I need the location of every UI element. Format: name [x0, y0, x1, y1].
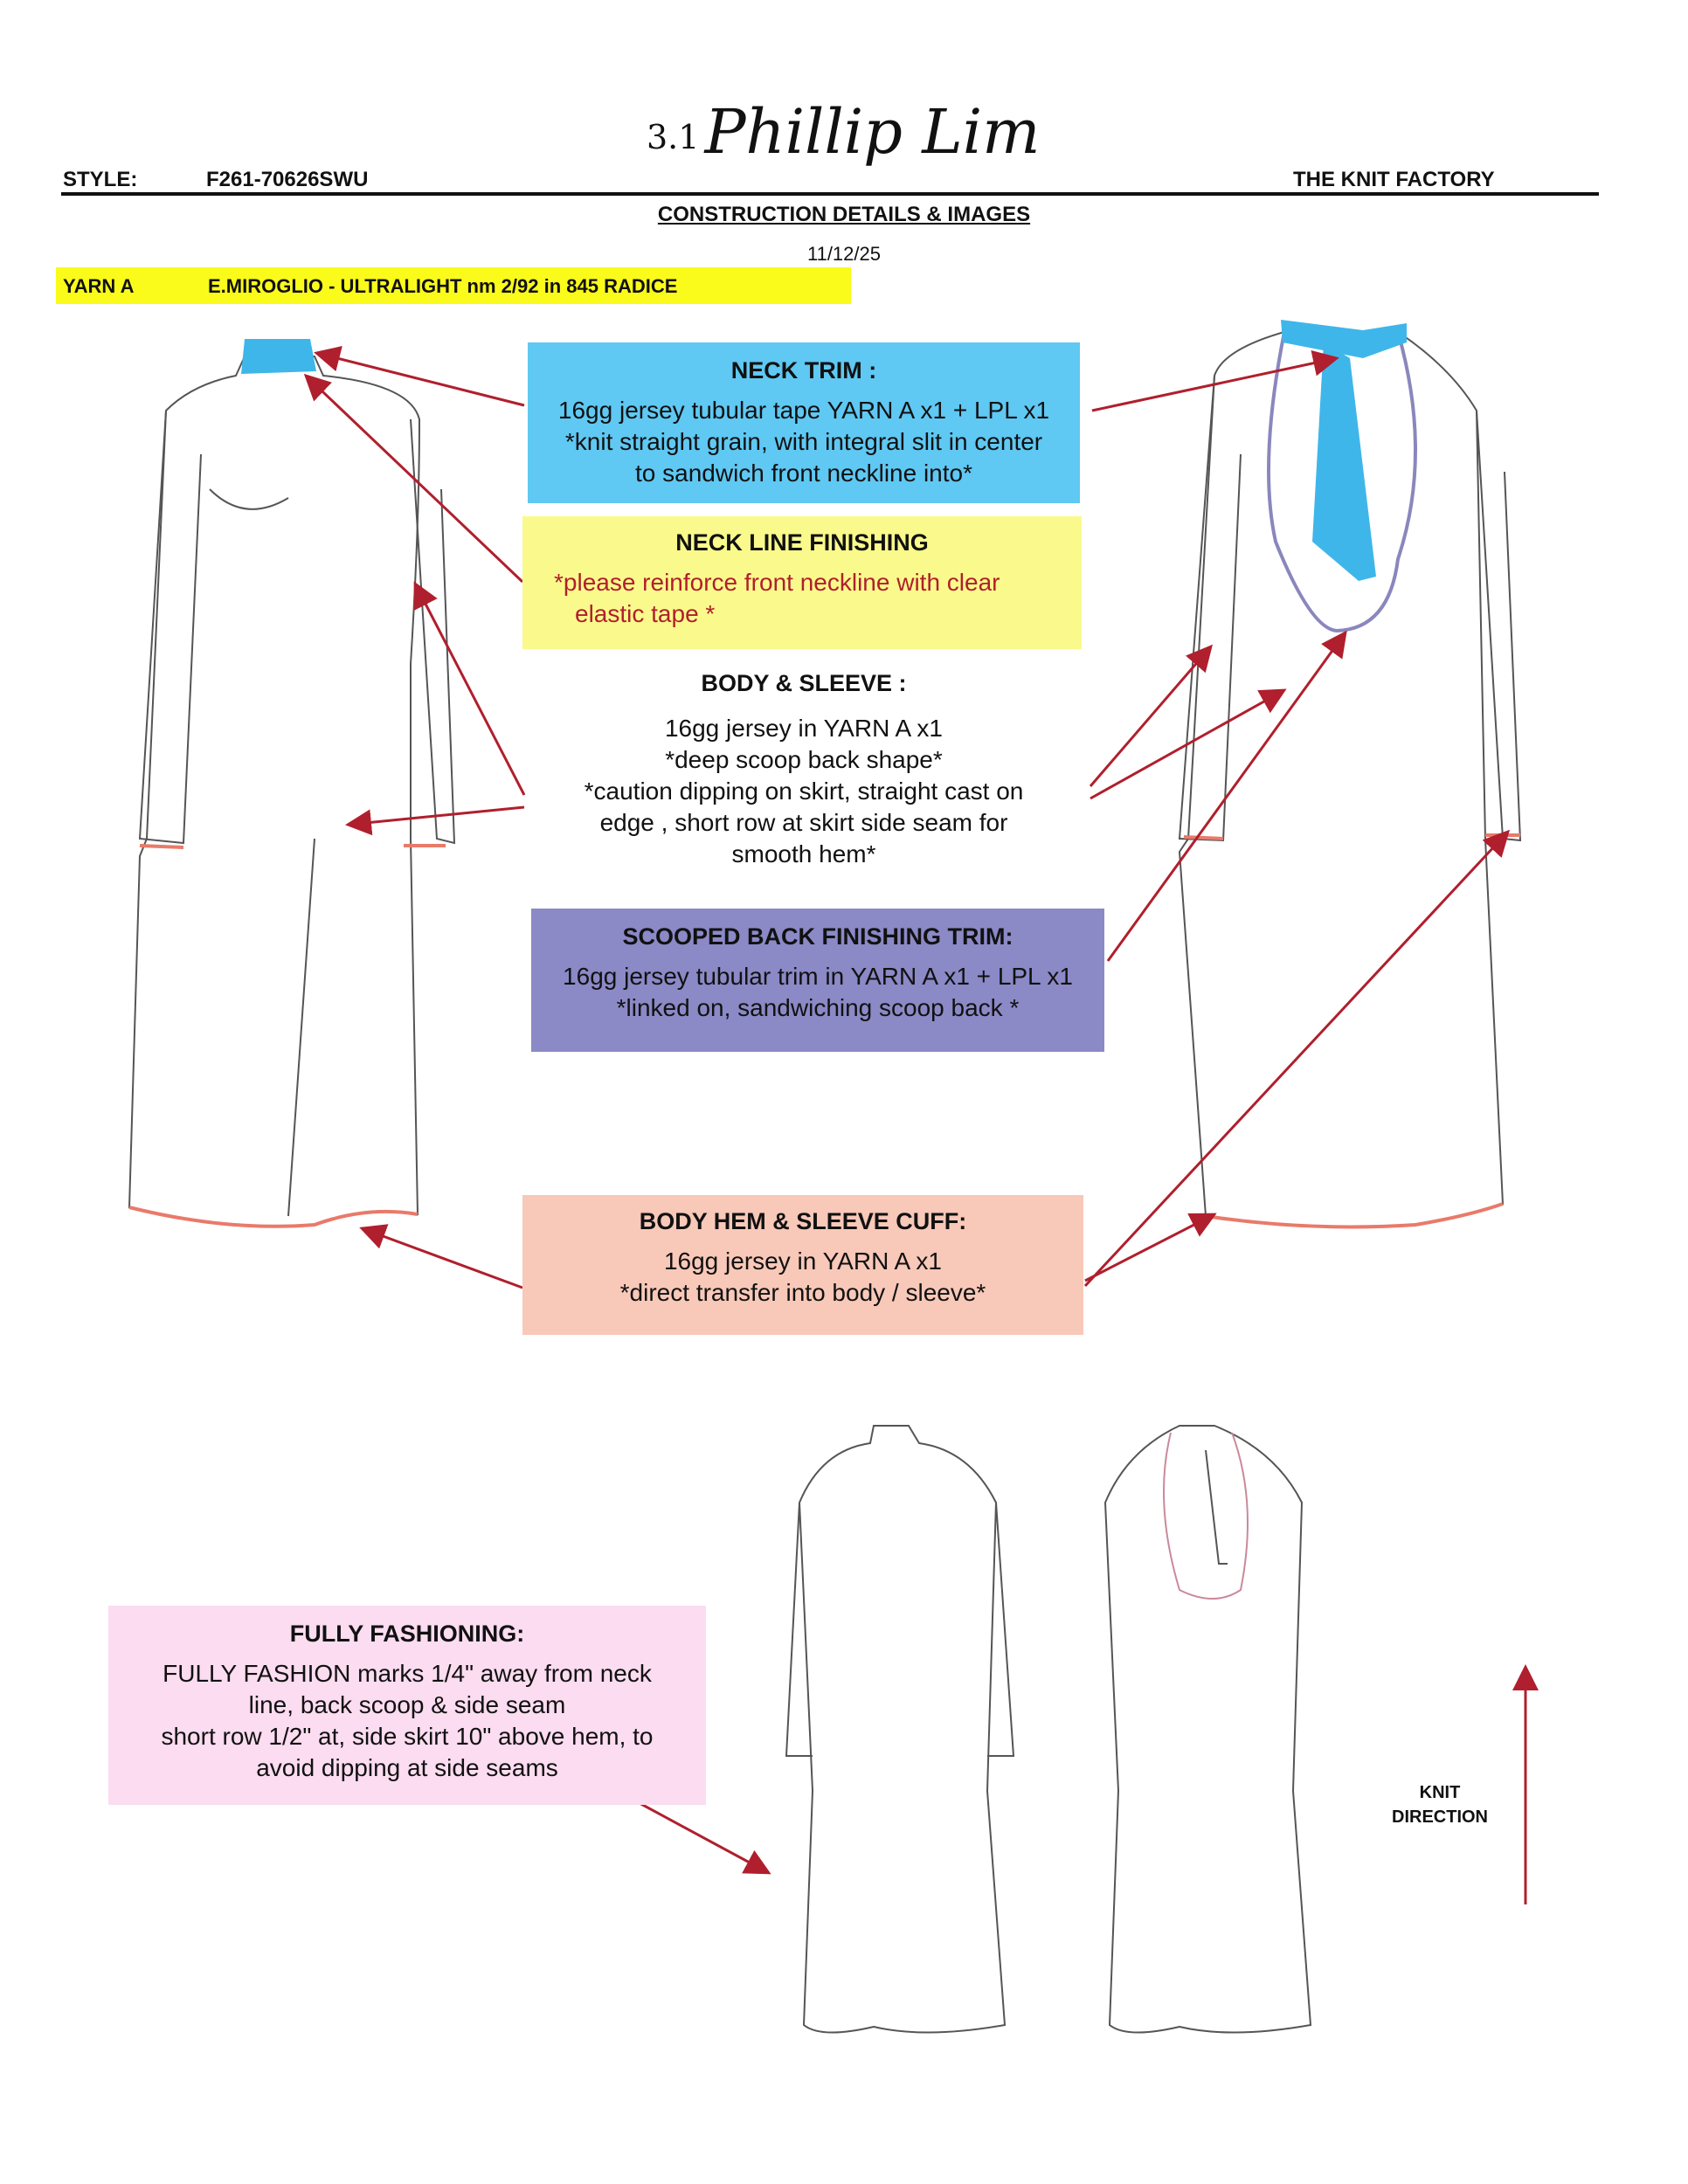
ff-heading: FULLY FASHIONING: [289, 1621, 525, 1647]
style-value: F261-70626SWU [206, 168, 369, 191]
body-sleeve-line-3: *caution dipping on skirt, straight cast… [584, 778, 1024, 805]
factory-name: THE KNIT FACTORY [1293, 168, 1495, 191]
hem-line-1: 16gg jersey in YARN A x1 [663, 1248, 943, 1275]
brand-logo: 3.1Phillip Lim [647, 96, 1040, 168]
front-neck-trim [241, 339, 316, 374]
hem-cuff-box: BODY HEM & SLEEVE CUFF: 16gg jersey in Y… [522, 1195, 1083, 1335]
neckline-finishing-box: NECK LINE FINISHING *please reinforce fr… [522, 516, 1082, 649]
scoop-line-1: 16gg jersey tubular trim in YARN A x1 + … [563, 963, 1073, 990]
body-sleeve-line-5: smooth hem* [731, 840, 876, 867]
bottom-front-sketch [785, 1425, 1015, 2034]
yarn-value: E.MIROGLIO - ULTRALIGHT nm 2/92 in 845 R… [208, 275, 678, 297]
scoop-line-2: *linked on, sandwiching scoop back * [616, 994, 1020, 1021]
body-sleeve-box: BODY & SLEEVE : 16gg jersey in YARN A x1… [507, 667, 1101, 895]
page-title: CONSTRUCTION DETAILS & IMAGES [657, 203, 1031, 226]
neck-trim-heading: NECK TRIM : [730, 357, 877, 384]
body-sleeve-line-4: edge , short row at skirt side seam for [599, 809, 1008, 836]
scoop-heading: SCOOPED BACK FINISHING TRIM: [622, 923, 1013, 950]
knit-direction-line-1: KNIT [1419, 1783, 1461, 1802]
hem-heading: BODY HEM & SLEEVE CUFF: [639, 1208, 967, 1234]
knit-direction-line-2: DIRECTION [1392, 1807, 1488, 1827]
logo-prefix: 3.1 [647, 118, 700, 156]
neckline-line-1: *please reinforce front neckline with cl… [554, 569, 1000, 596]
yarn-label: YARN A [63, 275, 135, 297]
fully-fashioning-box: FULLY FASHIONING: FULLY FASHION marks 1/… [108, 1606, 706, 1805]
bottom-back-sketch [1103, 1425, 1312, 2034]
ff-line-4: avoid dipping at side seams [256, 1754, 558, 1781]
knit-direction-label: KNIT DIRECTION [1387, 1780, 1492, 1829]
body-sleeve-line-1: 16gg jersey in YARN A x1 [664, 715, 944, 742]
body-sleeve-line-2: *deep scoop back shape* [665, 746, 943, 773]
ff-line-1: FULLY FASHION marks 1/4" away from neck [163, 1660, 652, 1687]
neck-trim-line-2: *knit straight grain, with integral slit… [564, 428, 1043, 455]
ff-line-3: short row 1/2" at, side skirt 10" above … [161, 1723, 654, 1750]
neckline-line-2: elastic tape * [575, 600, 716, 627]
neck-trim-line-1: 16gg jersey tubular tape YARN A x1 + LPL… [557, 397, 1050, 424]
scoop-trim-box: SCOOPED BACK FINISHING TRIM: 16gg jersey… [531, 909, 1104, 1052]
body-sleeve-heading: BODY & SLEEVE : [701, 670, 907, 696]
header-rule [61, 192, 1599, 196]
neck-trim-line-3: to sandwich front neckline into* [635, 460, 972, 487]
yarn-banner: YARN A E.MIROGLIO - ULTRALIGHT nm 2/92 i… [56, 267, 851, 304]
page-date: 11/12/25 [806, 243, 881, 265]
neck-trim-box: NECK TRIM : 16gg jersey tubular tape YAR… [528, 342, 1080, 503]
neckline-heading: NECK LINE FINISHING [675, 529, 929, 556]
ff-line-2: line, back scoop & side seam [248, 1691, 566, 1718]
front-dress-sketch [128, 356, 456, 1227]
logo-name: Phillip Lim [704, 96, 1041, 168]
hem-line-2: *direct transfer into body / sleeve* [619, 1279, 986, 1306]
style-label: STYLE: [63, 168, 138, 191]
